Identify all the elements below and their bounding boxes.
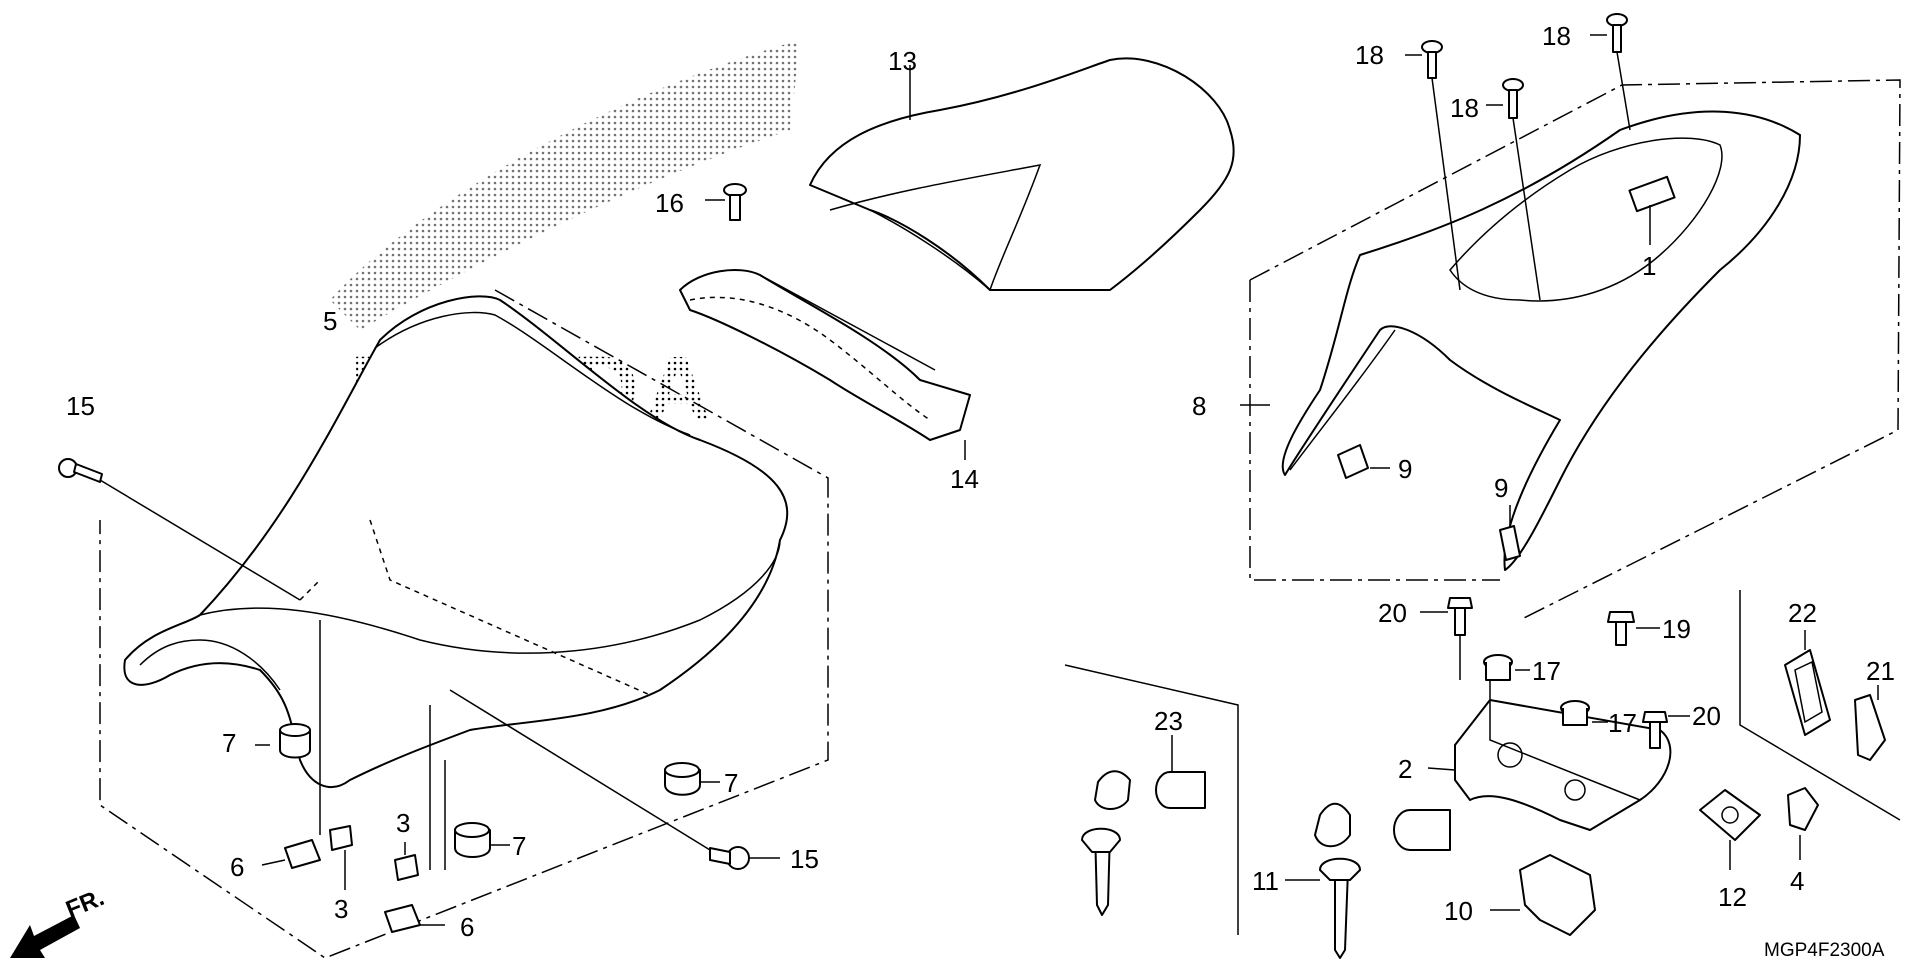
- direction-label: FR.: [62, 884, 108, 924]
- front-direction-arrow: FR.: [10, 884, 108, 958]
- callout-3-a: 3: [334, 894, 348, 924]
- screw-15-right: [709, 846, 750, 870]
- callout-2: 2: [1398, 754, 1412, 784]
- callout-16: 16: [655, 188, 684, 218]
- callout-19: 19: [1662, 614, 1691, 644]
- screw-15-left: [58, 458, 103, 483]
- callout-labels: 1 2 3 3 4 5 6 6 7 7 7 8 9 9 10 11 12 13 …: [66, 21, 1895, 942]
- callout-15-a: 15: [66, 391, 95, 421]
- seat-cowl-group: [809, 57, 1235, 291]
- callout-12: 12: [1718, 882, 1747, 912]
- bolt-19: [1607, 611, 1635, 646]
- rubber-6-bottom: [384, 904, 421, 933]
- callout-6-a: 6: [230, 852, 244, 882]
- damper-7-right: [664, 762, 701, 796]
- callout-21: 21: [1866, 656, 1895, 686]
- grab-bracket-group: [679, 183, 971, 460]
- seat-cowl: [809, 57, 1235, 291]
- key-set-23: [1081, 770, 1206, 916]
- clip-3-left: [329, 825, 353, 851]
- callout-4: 4: [1790, 866, 1804, 896]
- bolt-18-b: [1502, 78, 1524, 119]
- callout-18-a: 18: [1355, 40, 1384, 70]
- bolt-18-a: [1421, 40, 1443, 79]
- seat-catch-bracket: [1454, 699, 1672, 831]
- callout-20-a: 20: [1378, 598, 1407, 628]
- damper-7-bottom: [454, 822, 491, 858]
- callout-1: 1: [1642, 251, 1656, 281]
- screw-16: [723, 183, 747, 221]
- callout-3-b: 3: [396, 808, 410, 838]
- callout-8: 8: [1192, 391, 1206, 421]
- clip-21: [1854, 694, 1886, 761]
- callout-11: 11: [1252, 866, 1279, 896]
- callout-6-b: 6: [460, 912, 474, 942]
- collar-17-a: [1483, 654, 1513, 681]
- callout-7-b: 7: [724, 768, 738, 798]
- callout-18-c: 18: [1542, 21, 1571, 51]
- lock-cylinder-11: [1314, 802, 1451, 959]
- callout-5: 5: [323, 306, 337, 336]
- grommet-22: [1784, 649, 1831, 736]
- rear-cowl: [1281, 110, 1801, 571]
- seat-latch: [1519, 854, 1596, 936]
- grab-bracket: [679, 269, 971, 441]
- clip-3-bottom: [394, 854, 419, 881]
- diagram-code: MGP4F2300A: [1764, 940, 1885, 960]
- callout-13: 13: [888, 46, 917, 76]
- pad-1: [1628, 175, 1676, 213]
- arrow-left-icon: [10, 915, 80, 958]
- small-parts-box: [1739, 590, 1901, 821]
- grommet-12: [1699, 789, 1761, 841]
- rubber-6-left: [284, 839, 321, 869]
- bolt-18-c: [1606, 13, 1628, 53]
- callout-17-b: 17: [1608, 708, 1637, 738]
- callout-9-a: 9: [1398, 454, 1412, 484]
- bolt-20-right: [1642, 711, 1668, 749]
- callout-17-a: 17: [1532, 656, 1561, 686]
- clip-9-a: [1337, 444, 1369, 479]
- rider-seat: [123, 295, 789, 789]
- callout-20-b: 20: [1692, 701, 1721, 731]
- callout-22: 22: [1788, 598, 1817, 628]
- callout-14: 14: [950, 464, 979, 494]
- clip-4: [1787, 787, 1819, 831]
- rider-seat-group: [58, 289, 829, 959]
- bolt-20-left: [1447, 597, 1473, 636]
- callout-9-b: 9: [1494, 473, 1508, 503]
- damper-7-left: [279, 723, 311, 759]
- callout-18-b: 18: [1450, 93, 1479, 123]
- callout-15-b: 15: [790, 844, 819, 874]
- callout-7-a: 7: [222, 728, 236, 758]
- collar-17-b: [1560, 700, 1590, 726]
- callout-23: 23: [1154, 706, 1183, 736]
- key-set-box: [1064, 664, 1239, 935]
- rear-cowl-group: [1240, 13, 1901, 621]
- callout-10: 10: [1444, 896, 1473, 926]
- callout-7-c: 7: [512, 831, 526, 861]
- lock-bracket-group: [1285, 597, 1819, 959]
